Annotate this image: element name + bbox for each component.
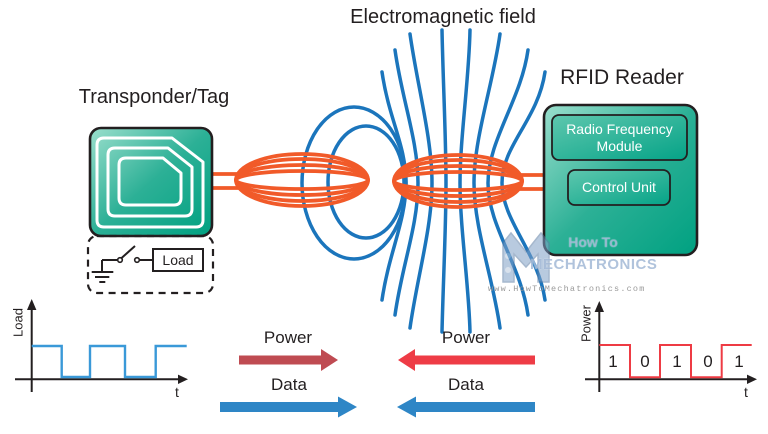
ground-symbol xyxy=(91,260,114,283)
data-left-label: Data xyxy=(448,375,484,394)
field-curve xyxy=(440,28,448,334)
load-waveform xyxy=(31,344,187,379)
power-arrow-right xyxy=(239,349,338,371)
field-curve xyxy=(408,32,434,330)
rf-module-label: Radio Frequency Module xyxy=(566,121,673,154)
load-plot-ylabel: Load xyxy=(10,308,26,337)
bit-value: 0 xyxy=(703,352,713,371)
diagram-title: Electromagnetic field xyxy=(350,6,536,28)
field-curve xyxy=(393,48,420,317)
data-arrow-left xyxy=(397,396,535,418)
watermark-brand-top: How To xyxy=(568,234,618,250)
tag-coil-traces xyxy=(95,136,205,229)
load-plot-xlabel: t xyxy=(175,384,179,400)
field-lines xyxy=(300,28,547,334)
y-axis-arrow xyxy=(594,301,604,312)
load-circuit xyxy=(86,234,215,295)
watermark-logo xyxy=(502,231,550,283)
power-waveform xyxy=(599,344,752,379)
bit-value: 1 xyxy=(672,352,682,371)
rf-module-box xyxy=(551,114,688,161)
watermark-url: www.HowToMechatronics.com xyxy=(488,284,646,294)
field-loop-inner xyxy=(326,124,406,240)
data-arrow-right xyxy=(220,396,357,418)
power-left-label: Power xyxy=(441,328,491,347)
bit-value: 1 xyxy=(608,352,618,371)
flow-arrows xyxy=(220,349,535,418)
watermark-brand-bottom: MECHATRONICS xyxy=(530,256,658,273)
field-curve xyxy=(458,28,472,334)
transponder-label: Transponder/Tag xyxy=(78,86,230,108)
y-axis-arrow xyxy=(27,299,37,310)
switch-terminal xyxy=(133,256,141,264)
transponder-tag xyxy=(88,126,214,238)
control-unit-label: Control Unit xyxy=(582,179,656,196)
control-unit-box xyxy=(567,169,671,206)
x-axis-arrow xyxy=(747,374,757,384)
power-plot xyxy=(585,301,757,392)
power-plot-ylabel: Power xyxy=(578,305,594,342)
field-curve xyxy=(380,70,408,302)
rfid-reader xyxy=(542,103,699,257)
switch-terminal xyxy=(116,256,124,264)
load-box xyxy=(152,248,204,272)
load-box-label: Load xyxy=(162,252,194,268)
x-axis-arrow xyxy=(178,374,188,384)
switch-lever xyxy=(120,245,136,260)
tag-coil xyxy=(234,152,370,208)
bit-value: 1 xyxy=(734,352,744,371)
power-arrow-left xyxy=(398,349,535,371)
reader-coil xyxy=(392,153,524,209)
power-plot-xlabel: t xyxy=(744,384,748,400)
reader-label: RFID Reader xyxy=(560,66,684,89)
field-curve xyxy=(472,32,502,330)
bit-value: 0 xyxy=(640,352,650,371)
coils xyxy=(209,152,548,209)
data-right-label: Data xyxy=(271,375,307,394)
load-plot xyxy=(15,299,188,392)
field-curve xyxy=(486,48,530,317)
power-right-label: Power xyxy=(263,328,313,347)
